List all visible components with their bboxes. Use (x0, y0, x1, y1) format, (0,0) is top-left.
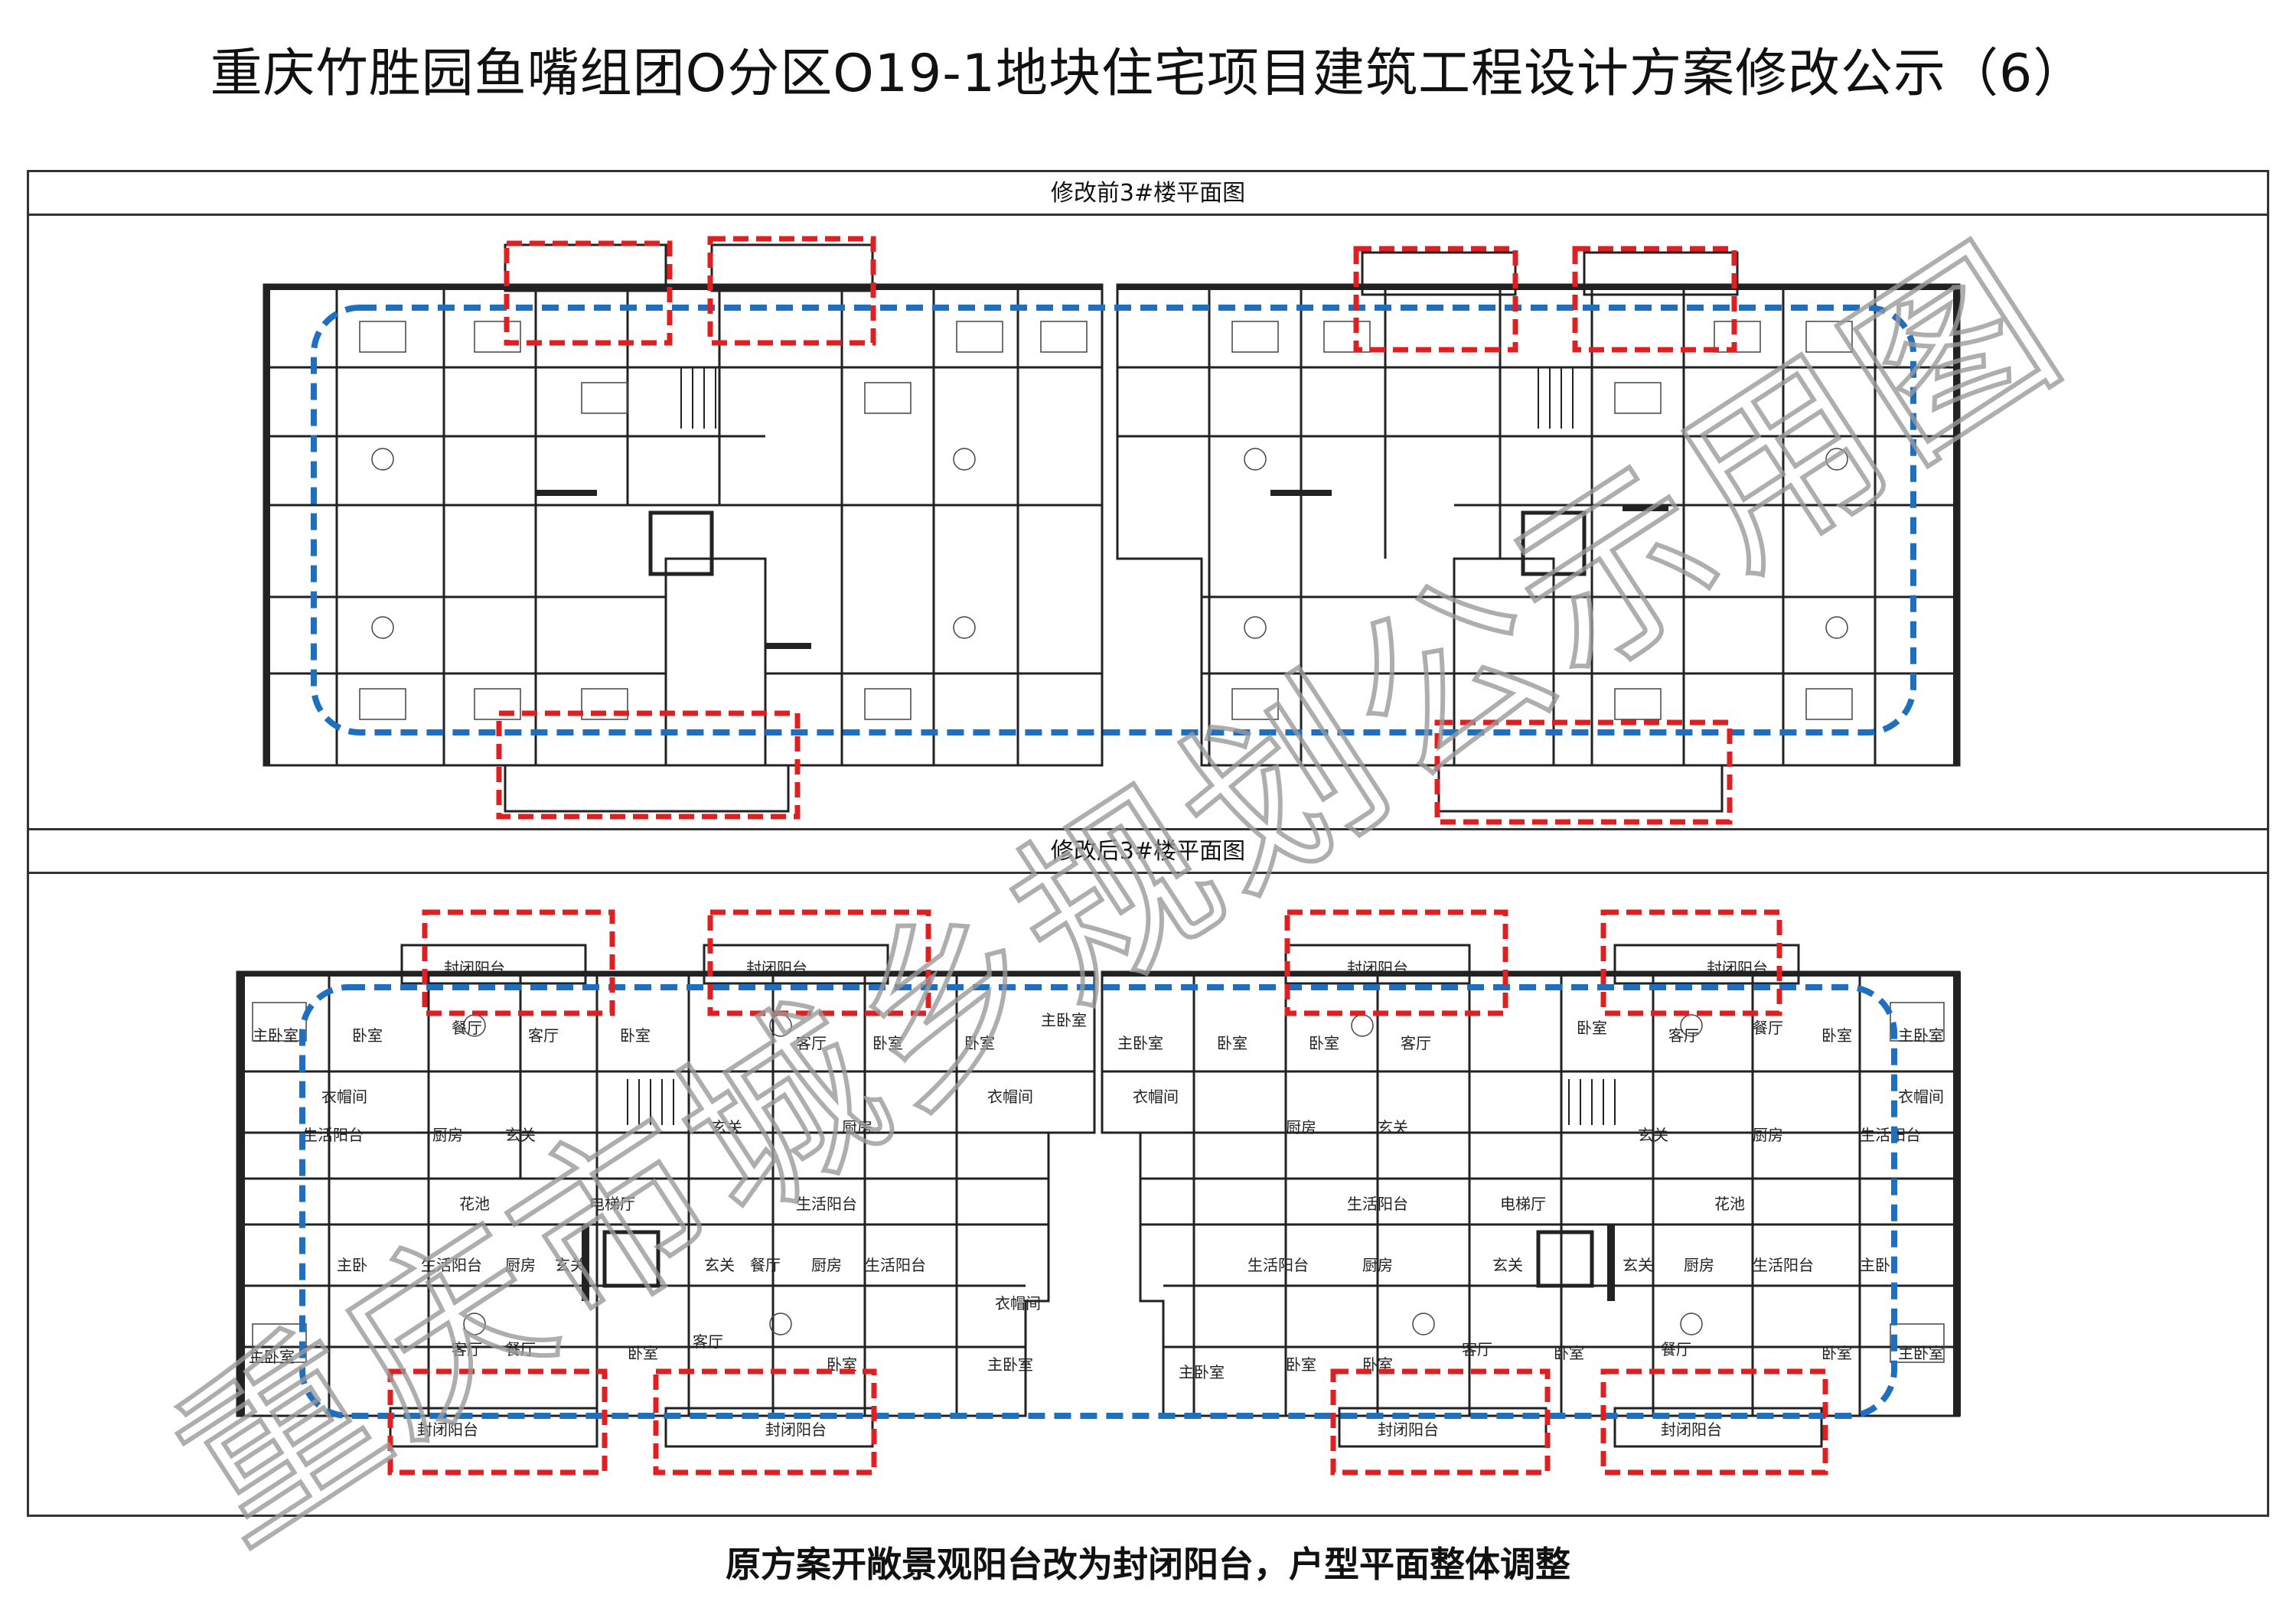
label-bedroom-6: 卧室 (1309, 1034, 1339, 1052)
label-service-balcony-2: 生活阳台 (1860, 1126, 1921, 1144)
label-master-bedroom-6: 主卧室 (987, 1355, 1033, 1374)
label-bedroom-5: 卧室 (1217, 1034, 1247, 1052)
label-bedroom-2: 卧室 (620, 1026, 651, 1045)
label-master-bedroom-1: 主卧室 (253, 1026, 298, 1045)
label-master-bedroom-4: 主卧室 (1898, 1026, 1944, 1045)
label-bedroom-8: 卧室 (1821, 1026, 1852, 1045)
label-kitchen-6: 厨房 (811, 1256, 842, 1274)
label-elevator-hall-2: 电梯厅 (1500, 1195, 1546, 1213)
label-kitchen-2: 厨房 (842, 1118, 872, 1136)
label-closet-1: 衣帽间 (321, 1088, 367, 1106)
label-dining-1: 餐厅 (452, 1019, 482, 1037)
label-entrance-6: 玄关 (704, 1256, 735, 1274)
label-service-balcony-6: 生活阳台 (865, 1256, 926, 1274)
label-closed-balcony-4: 封闭阳台 (1707, 959, 1768, 977)
label-living-7: 客厅 (1462, 1340, 1492, 1358)
label-service-balcony-4: 生活阳台 (1347, 1195, 1408, 1213)
label-closed-balcony-1: 封闭阳台 (444, 959, 505, 977)
label-closed-balcony-7: 封闭阳台 (1378, 1420, 1439, 1439)
label-kitchen-7: 厨房 (1362, 1256, 1393, 1274)
label-kitchen-5: 厨房 (505, 1256, 536, 1274)
label-entrance-8: 玄关 (1623, 1256, 1653, 1274)
label-entrance-1: 玄关 (505, 1126, 536, 1144)
label-living-5: 客厅 (452, 1340, 482, 1358)
label-closet-3: 衣帽间 (1133, 1088, 1179, 1106)
label-closed-balcony-5: 封闭阳台 (417, 1420, 478, 1439)
label-master-bedroom-7: 主卧室 (1179, 1363, 1225, 1381)
label-entrance-7: 玄关 (1492, 1256, 1523, 1274)
label-service-balcony-8: 生活阳台 (1753, 1256, 1814, 1274)
label-kitchen-8: 厨房 (1684, 1256, 1714, 1274)
label-living-3: 客厅 (1401, 1034, 1431, 1052)
after-panel-title: 修改后3#楼平面图 (27, 828, 2269, 874)
label-bedroom-7: 卧室 (1577, 1019, 1607, 1037)
label-living-6: 客厅 (693, 1332, 723, 1351)
label-master-bedroom-3: 主卧室 (1117, 1034, 1163, 1052)
label-service-balcony-7: 生活阳台 (1247, 1256, 1309, 1274)
label-dining-2: 餐厅 (1753, 1019, 1783, 1037)
label-kitchen-4: 厨房 (1753, 1126, 1783, 1144)
label-service-balcony-1: 生活阳台 (302, 1126, 364, 1144)
label-master-short-1: 主卧 (337, 1256, 367, 1274)
label-living-2: 客厅 (796, 1034, 827, 1052)
before-zone-outline (311, 305, 1916, 735)
label-living-1: 客厅 (528, 1026, 559, 1045)
label-closed-balcony-2: 封闭阳台 (746, 959, 807, 977)
label-closet-2: 衣帽间 (987, 1088, 1033, 1106)
label-dining-4: 餐厅 (505, 1340, 536, 1358)
label-closet-5: 衣帽间 (995, 1294, 1041, 1313)
caption: 原方案开敞景观阳台改为封闭阳台，户型平面整体调整 (726, 1544, 1570, 1585)
label-master-bedroom-5: 主卧室 (249, 1348, 295, 1366)
page-title: 重庆竹胜园鱼嘴组团O分区O19-1地块住宅项目建筑工程设计方案修改公示（6） (210, 44, 2086, 104)
label-dining-3: 餐厅 (750, 1256, 781, 1274)
label-bedroom-9: 卧室 (628, 1344, 658, 1362)
label-flower-pool-2: 花池 (1714, 1195, 1745, 1213)
label-master-bedroom-2: 主卧室 (1041, 1011, 1087, 1029)
label-flower-pool-1: 花池 (459, 1195, 490, 1213)
label-closet-4: 衣帽间 (1898, 1088, 1944, 1106)
label-living-4: 客厅 (1668, 1026, 1699, 1045)
label-closed-balcony-3: 封闭阳台 (1347, 959, 1408, 977)
label-elevator-hall-1: 电梯厅 (589, 1195, 635, 1213)
label-bedroom-4: 卧室 (964, 1034, 995, 1052)
label-entrance-4: 玄关 (1638, 1126, 1668, 1144)
label-dining-5: 餐厅 (1661, 1340, 1691, 1358)
label-master-short-2: 主卧 (1860, 1256, 1890, 1274)
label-kitchen-1: 厨房 (432, 1126, 463, 1144)
label-kitchen-3: 厨房 (1286, 1118, 1316, 1136)
label-bedroom-14: 卧室 (1821, 1344, 1852, 1362)
label-bedroom-1: 卧室 (352, 1026, 383, 1045)
before-panel-title: 修改前3#楼平面图 (27, 170, 2269, 216)
label-entrance-3: 玄关 (1378, 1118, 1408, 1136)
label-service-balcony-3: 生活阳台 (796, 1195, 857, 1213)
label-entrance-2: 玄关 (712, 1118, 742, 1136)
label-bedroom-13: 卧室 (1554, 1344, 1584, 1362)
after-zone-outline (299, 984, 1897, 1419)
label-service-balcony-5: 生活阳台 (421, 1256, 482, 1274)
label-closed-balcony-8: 封闭阳台 (1661, 1420, 1722, 1439)
label-entrance-5: 玄关 (555, 1256, 585, 1274)
label-closed-balcony-6: 封闭阳台 (765, 1420, 827, 1439)
label-bedroom-11: 卧室 (1286, 1355, 1316, 1374)
label-master-bedroom-8: 主卧室 (1898, 1344, 1944, 1362)
label-bedroom-3: 卧室 (872, 1034, 903, 1052)
